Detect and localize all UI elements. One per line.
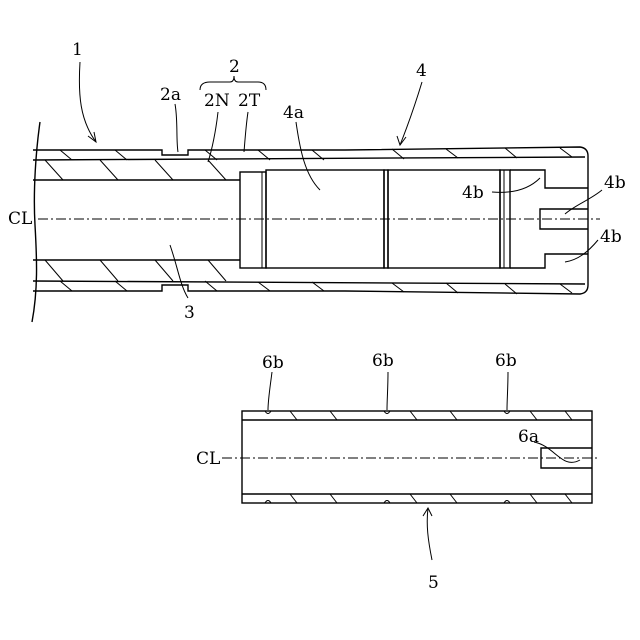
- leader-2T: [244, 112, 248, 152]
- label-2: 2: [229, 57, 240, 77]
- hatch-lower: [45, 260, 572, 294]
- leader-6b-2: [387, 372, 388, 410]
- leader-4b-upper: [492, 178, 540, 192]
- label-4b-mid: 4b: [604, 173, 626, 193]
- sleeve-hatch: [290, 411, 572, 503]
- label-6a: 6a: [518, 427, 539, 447]
- leader-5: [427, 508, 432, 560]
- leader-4b-mid: [565, 190, 602, 214]
- label-2T: 2T: [238, 91, 261, 111]
- label-6b-3: 6b: [495, 351, 517, 371]
- sleeve-outline: [242, 411, 592, 503]
- hatch-upper: [45, 148, 572, 180]
- leader-1: [79, 62, 96, 142]
- leader-4: [400, 82, 422, 145]
- label-6b-2: 6b: [372, 351, 394, 371]
- label-5: 5: [428, 573, 439, 593]
- label-6b-1: 6b: [262, 353, 284, 373]
- arrow-1: [88, 132, 96, 142]
- leader-2a: [175, 104, 178, 152]
- leader-6b-1: [268, 372, 272, 410]
- brace-2: [200, 76, 266, 90]
- label-cl-top: CL: [8, 209, 32, 229]
- leader-4b-lower: [565, 240, 598, 262]
- leader-4a: [296, 122, 320, 190]
- sleeve: [222, 372, 600, 560]
- label-4a: 4a: [283, 103, 304, 123]
- label-4b-lower: 4b: [600, 227, 622, 247]
- label-2N: 2N: [204, 91, 230, 111]
- label-4: 4: [416, 61, 427, 81]
- leader-6b-3: [507, 372, 508, 410]
- label-4b-upper: 4b: [462, 183, 484, 203]
- outer-lower-edge: [33, 285, 588, 294]
- layer-interface-upper: [33, 157, 585, 160]
- leader-3: [170, 245, 188, 298]
- label-cl-bottom: CL: [196, 449, 220, 469]
- leader-2N: [208, 112, 218, 162]
- label-3: 3: [184, 303, 195, 323]
- break-line: [32, 122, 40, 322]
- hose-assembly: [32, 62, 602, 322]
- label-1: 1: [72, 40, 83, 60]
- label-2a: 2a: [160, 85, 181, 105]
